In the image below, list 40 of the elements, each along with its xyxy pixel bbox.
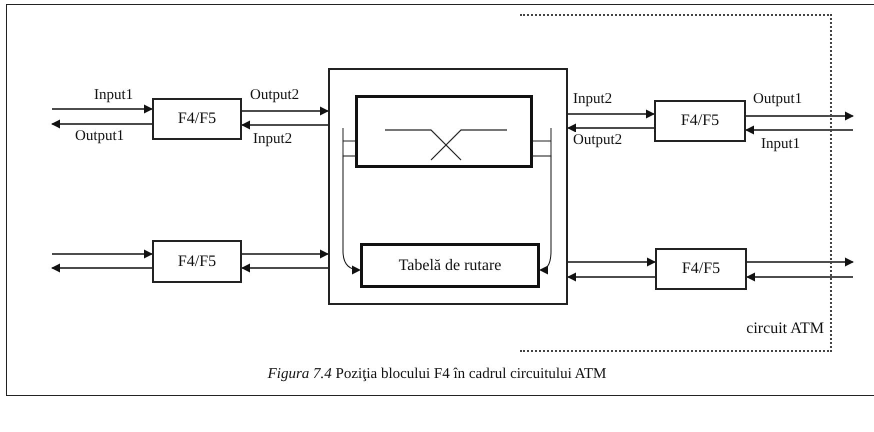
edge-label: Input2 [252, 131, 294, 147]
arrow [567, 124, 654, 132]
node-label: F4/F5 [178, 110, 216, 128]
edge-label: Output2 [249, 87, 300, 103]
arrow [747, 258, 854, 266]
edge-label: Output1 [752, 91, 804, 107]
arrow [241, 120, 328, 130]
edge-label: Input2 [572, 91, 614, 107]
arrow [745, 126, 853, 134]
process-box [655, 248, 747, 290]
edge-label: Output1 [74, 128, 126, 144]
arrow [52, 250, 153, 258]
edge-label: Input1 [93, 87, 134, 103]
routing-table-box [360, 243, 540, 288]
arrow [567, 272, 655, 282]
node-label: F4/F5 [680, 112, 720, 130]
edge-label: Output2 [572, 132, 624, 148]
arrow [568, 110, 655, 118]
node-label: F4/F5 [682, 260, 720, 278]
figure-caption: Figura 7.4 Poziţia blocului F4 în cadrul circuitului ATM [266, 366, 608, 383]
arrow [568, 258, 656, 266]
arrow [242, 106, 329, 116]
arrow [532, 156, 552, 274]
process-box [152, 240, 242, 283]
arrow [242, 250, 329, 258]
arrow [746, 272, 853, 282]
node-label: F4/F5 [178, 252, 216, 270]
arrow [241, 264, 328, 272]
arrow [51, 120, 152, 128]
node-label: Tabelă de rutare [398, 256, 502, 274]
switch-box [328, 68, 568, 305]
arrow [746, 112, 854, 120]
arrow [342, 156, 361, 274]
edge-label: Input1 [760, 136, 802, 152]
arrow [52, 104, 153, 114]
switch-fabric-box [355, 95, 533, 168]
arrow [51, 264, 152, 272]
node-label: circuit ATM [746, 320, 824, 338]
process-box [152, 98, 242, 140]
process-box [654, 100, 746, 142]
